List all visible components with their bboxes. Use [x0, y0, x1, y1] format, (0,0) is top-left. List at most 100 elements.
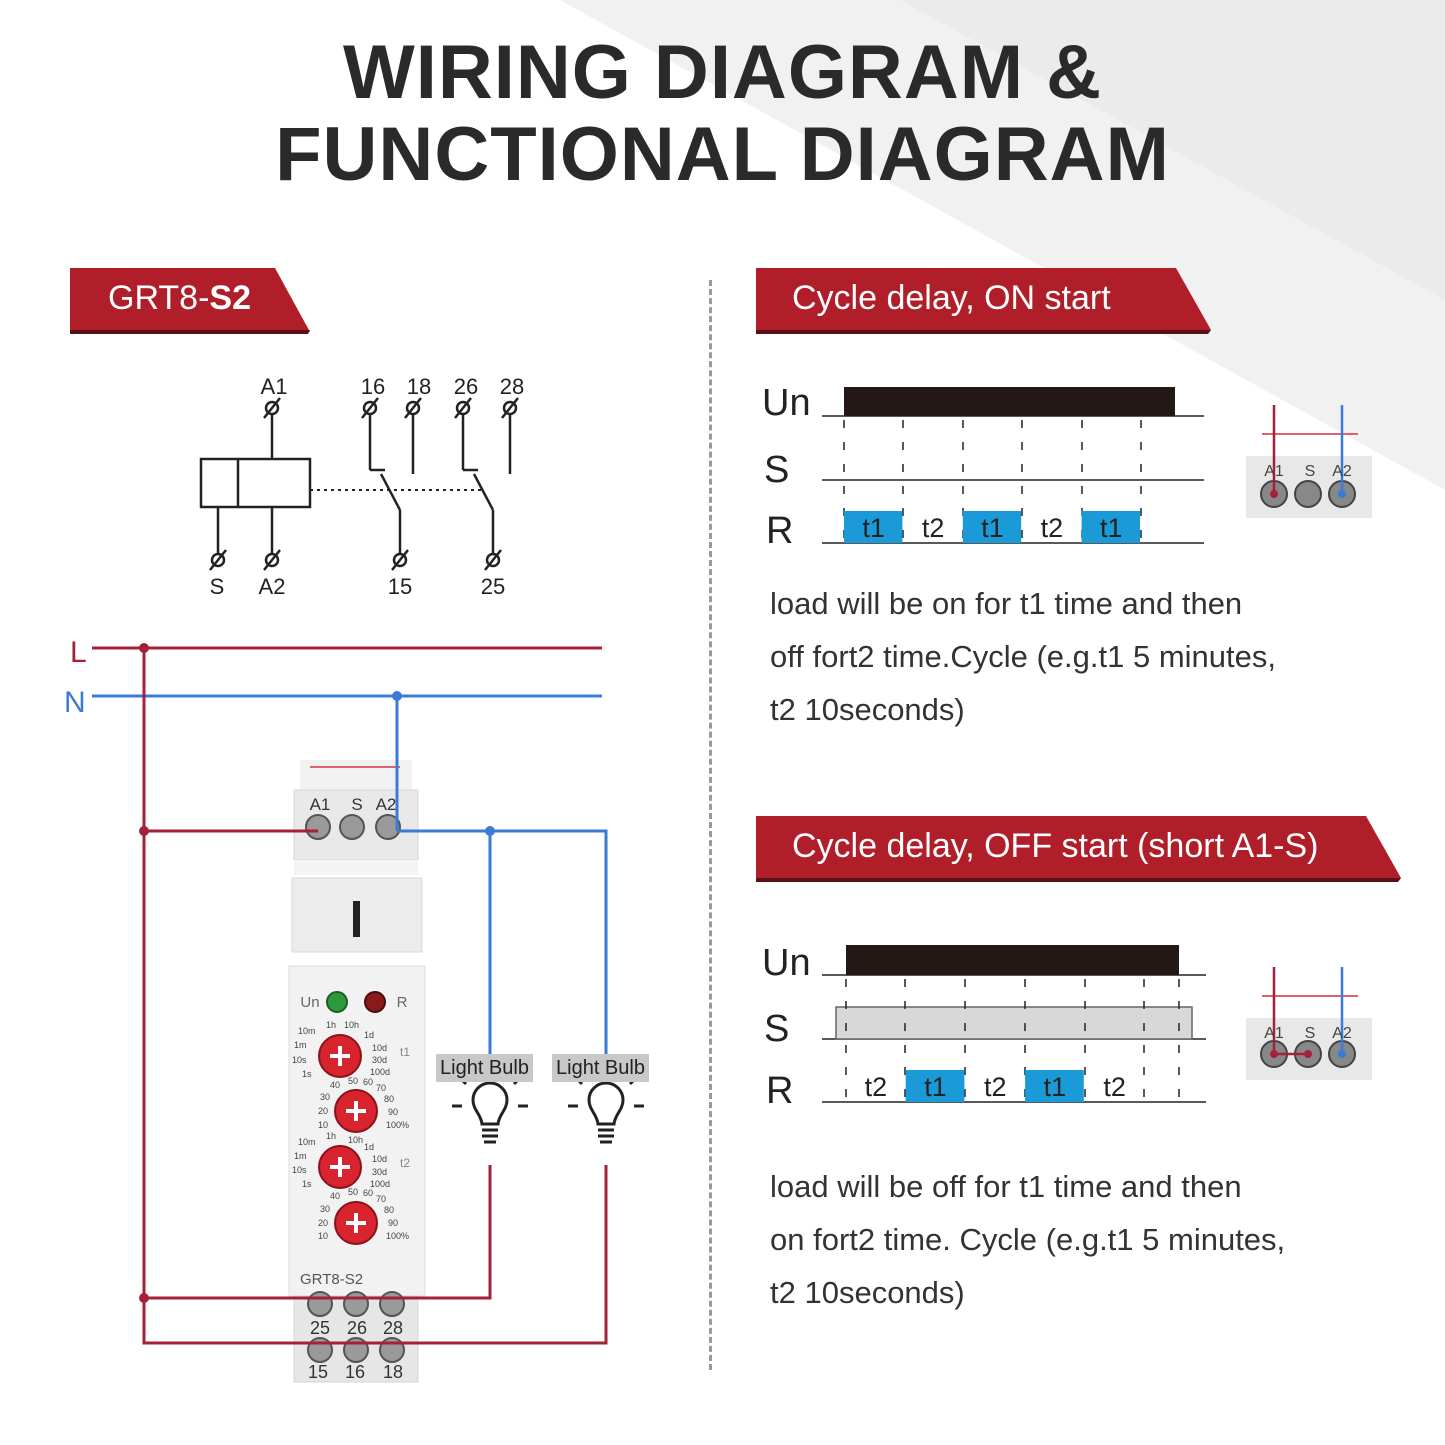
wiring-diagram: L N A1 — [64, 636, 644, 1383]
mode-off-description-line3: t2 10seconds) — [770, 1275, 965, 1310]
r-segment-label: t1 — [924, 1072, 947, 1102]
mode-off-description-line2: on fort2 time. Cycle (e.g.t1 5 minutes, — [770, 1222, 1286, 1257]
r-pulse-on — [905, 1070, 965, 1102]
thumb-on-a2: A2 — [1332, 463, 1352, 480]
svg-text:10s: 10s — [292, 1055, 307, 1065]
schematic-label-a2: A2 — [259, 574, 286, 599]
device-bottom-25: 25 — [310, 1318, 330, 1338]
svg-text:40: 40 — [330, 1080, 340, 1090]
row-label-un: Un — [762, 942, 811, 984]
svg-text:100d: 100d — [370, 1179, 390, 1189]
svg-text:100%: 100% — [386, 1120, 409, 1130]
svg-text:1m: 1m — [294, 1040, 307, 1050]
svg-text:10m: 10m — [298, 1137, 316, 1147]
svg-text:1h: 1h — [326, 1020, 336, 1030]
svg-text:30d: 30d — [372, 1167, 387, 1177]
line-label-n: N — [64, 686, 86, 719]
svg-text:1s: 1s — [302, 1179, 312, 1189]
row-label-r: R — [766, 510, 793, 552]
device-bottom-16: 16 — [345, 1362, 365, 1382]
svg-text:30d: 30d — [372, 1055, 387, 1065]
r-segment-label: t1 — [1100, 513, 1123, 543]
r-segment-label: t2 — [1041, 513, 1064, 543]
mode-on-banner: Cycle delay, ON start — [756, 268, 1216, 334]
schematic-label-s: S — [210, 574, 225, 599]
light-bulb-label-2: Light Bulb — [552, 1054, 649, 1082]
svg-text:20: 20 — [318, 1106, 328, 1116]
schematic-label-25: 25 — [481, 574, 505, 599]
svg-text:1d: 1d — [364, 1142, 374, 1152]
section-divider — [709, 280, 712, 1370]
terminal-thumbnail-on: A1 S A2 — [1246, 405, 1372, 518]
thumb-off-a2: A2 — [1332, 1025, 1352, 1042]
device-bottom-26: 26 — [347, 1318, 367, 1338]
svg-text:70: 70 — [376, 1194, 386, 1204]
row-label-s: S — [764, 1008, 789, 1050]
svg-text:1d: 1d — [364, 1030, 374, 1040]
knob-t1-label: t1 — [400, 1045, 410, 1059]
svg-text:1m: 1m — [294, 1151, 307, 1161]
svg-text:30: 30 — [320, 1204, 330, 1214]
light-bulb-label-1: Light Bulb — [436, 1054, 533, 1082]
svg-text:10m: 10m — [298, 1026, 316, 1036]
device-label-a2: A2 — [376, 795, 397, 814]
page-title-line2: FUNCTIONAL DIAGRAM — [275, 112, 1170, 197]
model-banner-prefix: GRT8- — [108, 279, 210, 317]
r-segment-label: t2 — [1103, 1072, 1126, 1102]
device-model-label: GRT8-S2 — [300, 1271, 363, 1288]
device-label-s: S — [351, 795, 362, 814]
svg-text:30: 30 — [320, 1092, 330, 1102]
svg-text:10s: 10s — [292, 1165, 307, 1175]
schematic-label-18: 18 — [407, 374, 431, 399]
mode-on-description: load will be on for t1 time and then off… — [770, 577, 1390, 736]
svg-text:40: 40 — [330, 1191, 340, 1201]
svg-text:50: 50 — [348, 1187, 358, 1197]
light-bulb-icon — [452, 1062, 528, 1144]
row-label-un: Un — [762, 382, 811, 424]
r-pulse-on — [1081, 511, 1140, 543]
svg-text:90: 90 — [388, 1107, 398, 1117]
schematic-label-28: 28 — [500, 374, 524, 399]
dial-scales: 1h 10h 1d 10d 30d 100d 10m 1m 10s 1s 40 … — [292, 1020, 409, 1241]
terminal-thumbnail-off: A1 S A2 — [1246, 967, 1372, 1080]
thumb-off-a1: A1 — [1264, 1025, 1284, 1042]
schematic-label-26: 26 — [454, 374, 478, 399]
relay-schematic: A1 16 18 26 28 S A2 15 25 — [199, 374, 524, 599]
svg-text:1h: 1h — [326, 1131, 336, 1141]
schematic-label-a1: A1 — [261, 374, 288, 399]
svg-text:80: 80 — [384, 1094, 394, 1104]
thumb-off-s: S — [1305, 1025, 1316, 1042]
model-banner: GRT8-S2 — [70, 268, 315, 334]
thumb-on-s: S — [1305, 463, 1316, 480]
mode-off-description: load will be off for t1 time and then on… — [770, 1160, 1390, 1319]
r-segment-label: t2 — [984, 1072, 1007, 1102]
svg-text:20: 20 — [318, 1218, 328, 1228]
r-segment-label: t1 — [862, 513, 885, 543]
device-bottom-18: 18 — [383, 1362, 403, 1382]
r-pulse-on — [844, 511, 903, 543]
svg-text:10h: 10h — [344, 1020, 359, 1030]
svg-text:60: 60 — [363, 1188, 373, 1198]
mode-off-title: Cycle delay, OFF start (short A1-S) — [792, 827, 1319, 865]
device-bottom-15: 15 — [308, 1362, 328, 1382]
svg-text:70: 70 — [376, 1083, 386, 1093]
r-pulse-on — [962, 511, 1022, 543]
device-bottom-28: 28 — [383, 1318, 403, 1338]
relay-device — [288, 760, 426, 1383]
mode-off-banner: Cycle delay, OFF start (short A1-S) — [756, 816, 1404, 882]
svg-text:50: 50 — [348, 1076, 358, 1086]
svg-text:10: 10 — [318, 1120, 328, 1130]
row-label-r: R — [766, 1070, 793, 1112]
row-label-s: S — [764, 449, 789, 491]
thumb-on-a1: A1 — [1264, 463, 1284, 480]
svg-text:1s: 1s — [302, 1069, 312, 1079]
svg-text:60: 60 — [363, 1077, 373, 1087]
indicator-label-un: Un — [300, 994, 319, 1011]
svg-text:100d: 100d — [370, 1067, 390, 1077]
svg-text:90: 90 — [388, 1218, 398, 1228]
svg-text:10: 10 — [318, 1231, 328, 1241]
indicator-label-r: R — [397, 994, 408, 1011]
